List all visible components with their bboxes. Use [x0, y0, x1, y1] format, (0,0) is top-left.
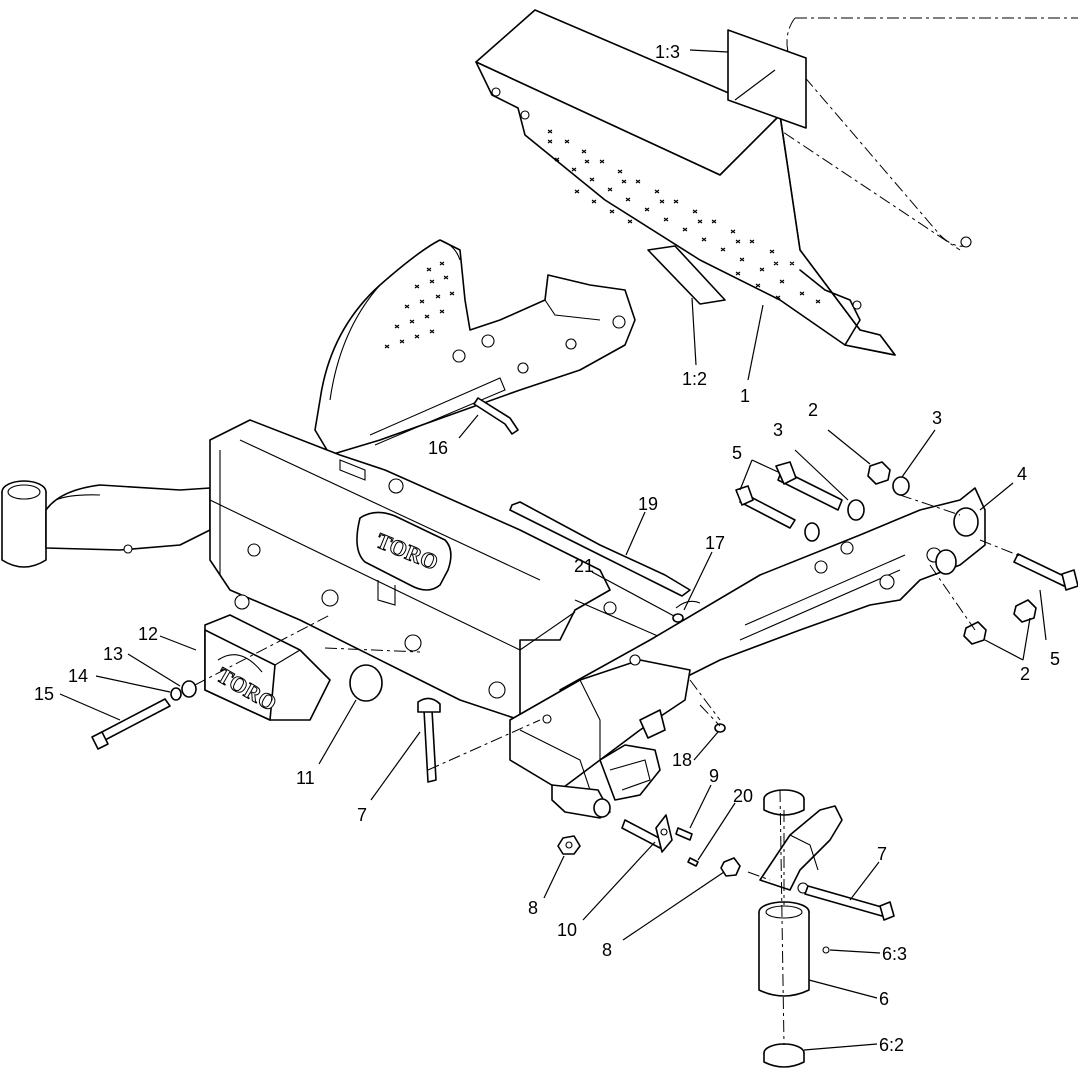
left-caster-mount — [1, 480, 211, 568]
callout-4: 4 — [1017, 464, 1027, 484]
hardware-parts — [91, 461, 1078, 877]
callout-10: 10 — [557, 920, 577, 940]
callout-1-2: 1:2 — [682, 369, 707, 389]
shield-part-1 — [475, 9, 896, 356]
callout-11: 11 — [296, 768, 315, 788]
callout-19: 19 — [638, 494, 658, 514]
callout-2: 2 — [808, 400, 818, 420]
callout-21: 21 — [574, 556, 594, 576]
callout-2: 2 — [1020, 664, 1030, 684]
callout-9: 9 — [709, 766, 719, 786]
callout-1-3: 1:3 — [655, 42, 680, 62]
assembly-center-lines — [194, 494, 1021, 1046]
rear-frame-arm — [314, 239, 636, 456]
callout-6-2: 6:2 — [879, 1035, 904, 1055]
callout-12: 12 — [138, 624, 158, 644]
callout-16: 16 — [428, 438, 448, 458]
callout-15: 15 — [34, 684, 54, 704]
callout-6: 6 — [879, 989, 889, 1009]
reference-body-outline — [764, 17, 1078, 251]
callout-8: 8 — [602, 940, 612, 960]
callout-14: 14 — [68, 666, 88, 686]
callout-8: 8 — [528, 898, 538, 918]
callout-20: 20 — [733, 786, 753, 806]
caster-fork-part-6 — [758, 789, 895, 1068]
callout-3: 3 — [932, 408, 942, 428]
callout-7: 7 — [877, 844, 887, 864]
hitch-cover-part-12: TORO — [204, 614, 331, 721]
front-hitch-bracket — [509, 654, 691, 819]
callout-5: 5 — [1050, 649, 1060, 669]
main-cross-frame: TORO — [209, 419, 617, 721]
callout-6-3: 6:3 — [882, 944, 907, 964]
callout-labels: 1:3 1:2 1 16 2 3 3 4 5 5 2 19 17 21 12 1… — [34, 42, 1060, 1055]
callout-13: 13 — [103, 644, 123, 664]
callout-1: 1 — [740, 386, 750, 406]
callout-18: 18 — [672, 750, 692, 770]
callout-17: 17 — [705, 533, 725, 553]
callout-5: 5 — [732, 443, 742, 463]
callout-3: 3 — [773, 420, 783, 440]
callout-7: 7 — [357, 805, 367, 825]
callout-leaders — [59, 49, 1047, 1051]
